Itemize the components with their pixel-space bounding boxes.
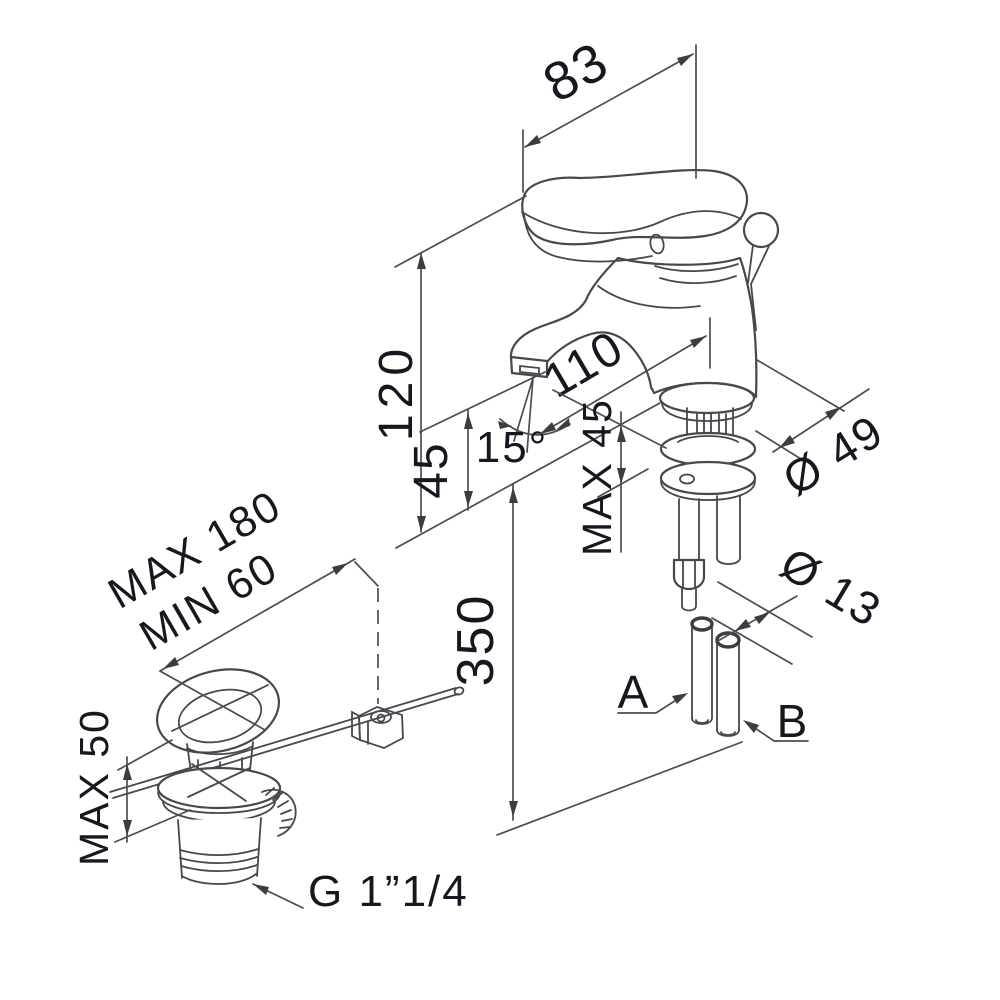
gasket-washer-2 bbox=[659, 460, 757, 501]
dim-hose-diameter-label: Ø 13 bbox=[772, 537, 891, 637]
dim-deck-thickness: MAX 45 bbox=[552, 389, 667, 556]
drain-assembly bbox=[109, 668, 465, 885]
callout-hose-a: A bbox=[617, 666, 688, 718]
flange-center-mark bbox=[171, 684, 269, 732]
base-cap bbox=[658, 381, 756, 415]
rod-clamp bbox=[351, 706, 404, 749]
mounting-stud bbox=[672, 498, 706, 612]
dim-drain-height: MAX 50 bbox=[71, 708, 191, 866]
dim-body-height-label: 120 bbox=[370, 343, 423, 441]
drain-collar bbox=[156, 763, 282, 822]
callout-hose-b: B bbox=[743, 695, 809, 747]
handle-contour bbox=[521, 210, 742, 235]
dim-spray-angle: 15° bbox=[476, 377, 571, 472]
dim-base-diameter: Ø 49 bbox=[755, 359, 893, 505]
hose-b-rim bbox=[715, 631, 741, 649]
body-seam-line bbox=[597, 285, 701, 309]
dim-spout-height: 45 bbox=[405, 371, 546, 511]
dim-hose-drop: 350 bbox=[447, 483, 743, 836]
lever-pin bbox=[747, 244, 770, 331]
dim-drain-height-label: MAX 50 bbox=[71, 708, 117, 866]
drain-barrel bbox=[177, 817, 262, 885]
callout-drain-thread-label: G 1”1/4 bbox=[308, 867, 469, 916]
dim-handle-width: 83 bbox=[522, 30, 697, 193]
hose-a-rim bbox=[690, 616, 714, 632]
callout-hose-b-label: B bbox=[777, 695, 810, 747]
dim-spray-angle-label: 15° bbox=[476, 423, 549, 472]
drain-flange bbox=[155, 668, 281, 754]
handle-button bbox=[649, 233, 665, 255]
knurled-nut bbox=[261, 787, 297, 837]
neck-ring-bottom bbox=[659, 275, 737, 284]
threaded-shank bbox=[686, 407, 734, 437]
dim-base-diameter-label: Ø 49 bbox=[774, 404, 893, 505]
supply-tail-pipe bbox=[716, 495, 741, 565]
callout-drain-thread: G 1”1/4 bbox=[252, 867, 469, 916]
collar-center-mark bbox=[187, 763, 251, 802]
dim-deck-thickness-label: MAX 45 bbox=[574, 398, 620, 556]
gasket-washer-1 bbox=[659, 431, 757, 467]
dim-body-height: 120 bbox=[370, 195, 527, 533]
deck-reference-line bbox=[395, 402, 661, 549]
handle-lever bbox=[521, 168, 749, 246]
hex-nut bbox=[672, 558, 706, 591]
dim-spout-height-label: 45 bbox=[405, 441, 458, 498]
neck-ring-top bbox=[654, 263, 739, 272]
rod-tip bbox=[453, 686, 465, 696]
lever-ball bbox=[742, 211, 780, 249]
dim-hose-drop-label: 350 bbox=[447, 594, 505, 687]
hose-b bbox=[715, 631, 741, 737]
callout-hose-a-label: A bbox=[618, 666, 651, 718]
escutcheon-ring bbox=[661, 402, 753, 422]
handle-skirt bbox=[523, 213, 653, 263]
hose-a bbox=[690, 616, 714, 725]
faucet-assembly bbox=[509, 168, 780, 737]
faucet-body-outline bbox=[509, 256, 758, 399]
